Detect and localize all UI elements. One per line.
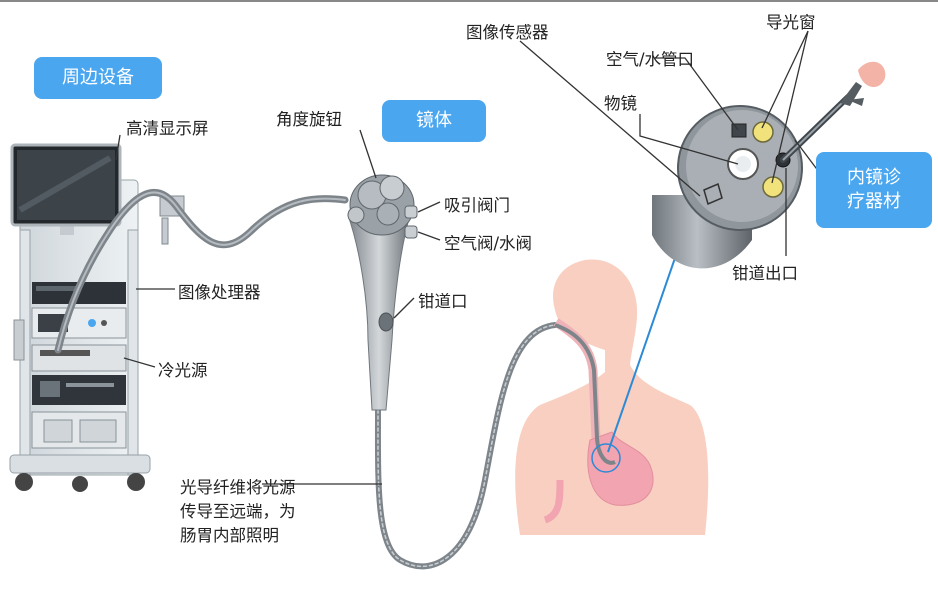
patient-silhouette (515, 259, 708, 535)
fiber-note-line-2: 传导至远端，为 (180, 500, 296, 524)
badge-scope-body: 镜体 (382, 100, 486, 142)
label-light-window: 导光窗 (766, 9, 816, 33)
label-image-processor: 图像处理器 (178, 279, 261, 303)
label-forceps-port: 钳道口 (418, 288, 468, 312)
label-air-water-nozzle: 空气/水管口 (606, 46, 694, 70)
label-hd-monitor: 高清显示屏 (126, 115, 209, 139)
label-cold-light-source: 冷光源 (158, 357, 208, 381)
label-air-water-valve: 空气阀/水阀 (444, 230, 532, 254)
fiber-note-line-3: 肠胃内部照明 (180, 524, 296, 548)
label-image-sensor: 图像传感器 (466, 19, 549, 43)
badge-endoscopic-instrument-line-1: 内镜诊 (847, 166, 901, 190)
distal-tip-view (652, 90, 818, 269)
badge-endoscopic-instrument-line-2: 疗器材 (847, 190, 901, 214)
label-fiber-note: 光导纤维将光源 传导至远端，为 肠胃内部照明 (180, 476, 296, 548)
fiber-note-line-1: 光导纤维将光源 (180, 476, 296, 500)
badge-endoscopic-instrument: 内镜诊 疗器材 (816, 152, 932, 228)
label-objective-lens: 物镜 (604, 90, 637, 114)
label-forceps-channel-outlet: 钳道出口 (732, 260, 798, 284)
equipment-cart (10, 180, 150, 492)
label-suction-valve: 吸引阀门 (444, 192, 510, 216)
scope-handle (348, 175, 417, 410)
label-angle-knob: 角度旋钮 (276, 106, 342, 130)
hd-monitor-illustration (12, 145, 120, 235)
badge-peripheral-equipment: 周边设备 (34, 57, 162, 99)
